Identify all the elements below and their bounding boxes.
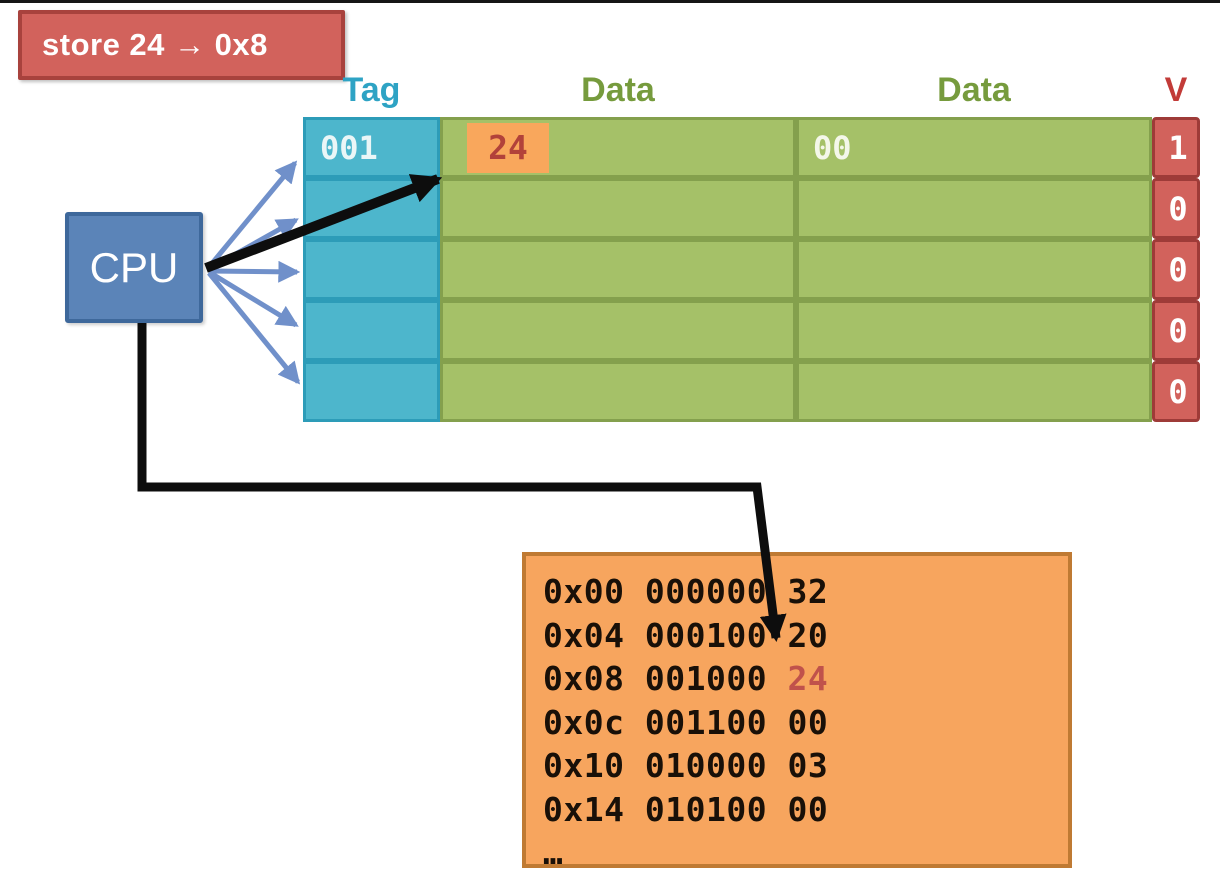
cache-row1-tag-cell: 001	[303, 117, 440, 178]
fan-arrow-row2	[207, 217, 299, 272]
cache-row1-written-value-chip: 24	[467, 122, 549, 173]
cpu-label: CPU	[89, 243, 179, 291]
memory-address: 0x10	[543, 746, 625, 785]
memory-value: 00	[787, 702, 829, 742]
fan-arrow-row1	[207, 160, 298, 269]
slide-top-edge	[0, 0, 1220, 3]
memory-address: 0x08	[543, 659, 625, 698]
cache-row2-valid-cell: 0	[1152, 178, 1200, 239]
cache-header-data1-label: Data	[581, 70, 655, 109]
cache-row2-valid-value: 0	[1168, 189, 1188, 228]
fan-arrow-row5	[207, 271, 301, 385]
cache-row4-valid-cell: 0	[1152, 300, 1200, 361]
fan-arrow-row4	[207, 269, 299, 328]
memory-value: 32	[787, 572, 829, 611]
cache-row1-valid-value: 1	[1168, 128, 1188, 167]
cache-table: 001 24 00 1 0	[303, 117, 1200, 422]
memory-binary: 001100	[644, 702, 768, 742]
cache-row5-valid-cell: 0	[1152, 361, 1200, 422]
memory-row-0x08: 0x08 001000 24	[543, 657, 1068, 701]
cache-row1-tag-value: 001	[320, 128, 378, 167]
memory-binary: 000000	[644, 572, 768, 611]
cache-row2-data1-cell	[440, 178, 796, 239]
main-memory-box: 0x00 000000 32 0x04 000100 20 0x08 00100…	[522, 552, 1072, 872]
cache-row4-data2-cell	[796, 300, 1152, 361]
cpu-box: CPU	[65, 212, 203, 323]
cache-header-data1: Data	[440, 66, 796, 114]
cache-row3-valid-value: 0	[1168, 250, 1188, 289]
memory-binary: 001000	[644, 659, 768, 698]
cache-row1-data1-value: 24	[488, 128, 528, 167]
cache-row4-tag-cell	[303, 300, 440, 361]
cache-row5-tag-cell	[303, 361, 440, 422]
cache-header-valid: V	[1152, 66, 1200, 114]
memory-value: 00	[787, 789, 829, 829]
cache-row5-data2-cell	[796, 361, 1152, 422]
cache-row3-tag-cell	[303, 239, 440, 300]
fan-arrow-row3	[208, 260, 301, 283]
memory-value: 20	[787, 615, 829, 655]
memory-address: 0x04	[543, 615, 625, 655]
memory-row-0x14: 0x14 010100 00	[543, 788, 1068, 832]
memory-value: 03	[787, 746, 829, 785]
cache-row3-valid-cell: 0	[1152, 239, 1200, 300]
cache-header-tag: Tag	[303, 66, 440, 114]
store-instruction-box: store 24 → 0x8	[18, 10, 345, 80]
cache-row1-data2-value: 00	[813, 128, 852, 167]
cache-row3-data1-cell	[440, 239, 796, 300]
memory-address: 0x00	[543, 572, 625, 611]
cache-row4-valid-value: 0	[1168, 311, 1188, 350]
memory-binary: 010000	[644, 746, 768, 785]
memory-address: 0x14	[543, 789, 625, 829]
memory-address: 0x0c	[543, 702, 625, 742]
cache-header-data2: Data	[796, 66, 1152, 114]
cache-row5-valid-value: 0	[1168, 372, 1188, 411]
memory-row-0x00: 0x00 000000 32	[543, 570, 1068, 614]
memory-binary: 010100	[644, 789, 768, 829]
cache-row3-data2-cell	[796, 239, 1152, 300]
cache-row2-tag-cell	[303, 178, 440, 239]
memory-binary: 000100	[644, 615, 768, 655]
cache-row2-data2-cell	[796, 178, 1152, 239]
cache-row1-data2-cell: 00	[796, 117, 1152, 178]
cache-header-valid-label: V	[1164, 70, 1188, 109]
cache-row1-valid-cell: 1	[1152, 117, 1200, 178]
cache-row1-data1-cell: 24	[440, 117, 796, 178]
memory-row-0x0c: 0x0c 001100 00	[543, 701, 1068, 745]
cache-header-data2-label: Data	[937, 70, 1011, 109]
store-instruction-label: store 24 → 0x8	[42, 27, 268, 62]
cache-row4-data1-cell	[440, 300, 796, 361]
cache-row5-data1-cell	[440, 361, 796, 422]
memory-row-0x04: 0x04 000100 20	[543, 614, 1068, 658]
memory-ellipsis: …	[543, 833, 564, 872]
cache-header-tag-label: Tag	[342, 70, 401, 109]
cpu-to-cache-fan-arrows	[207, 160, 301, 385]
memory-row-0x10: 0x10 010000 03	[543, 744, 1068, 788]
memory-value-updated: 24	[787, 659, 829, 698]
